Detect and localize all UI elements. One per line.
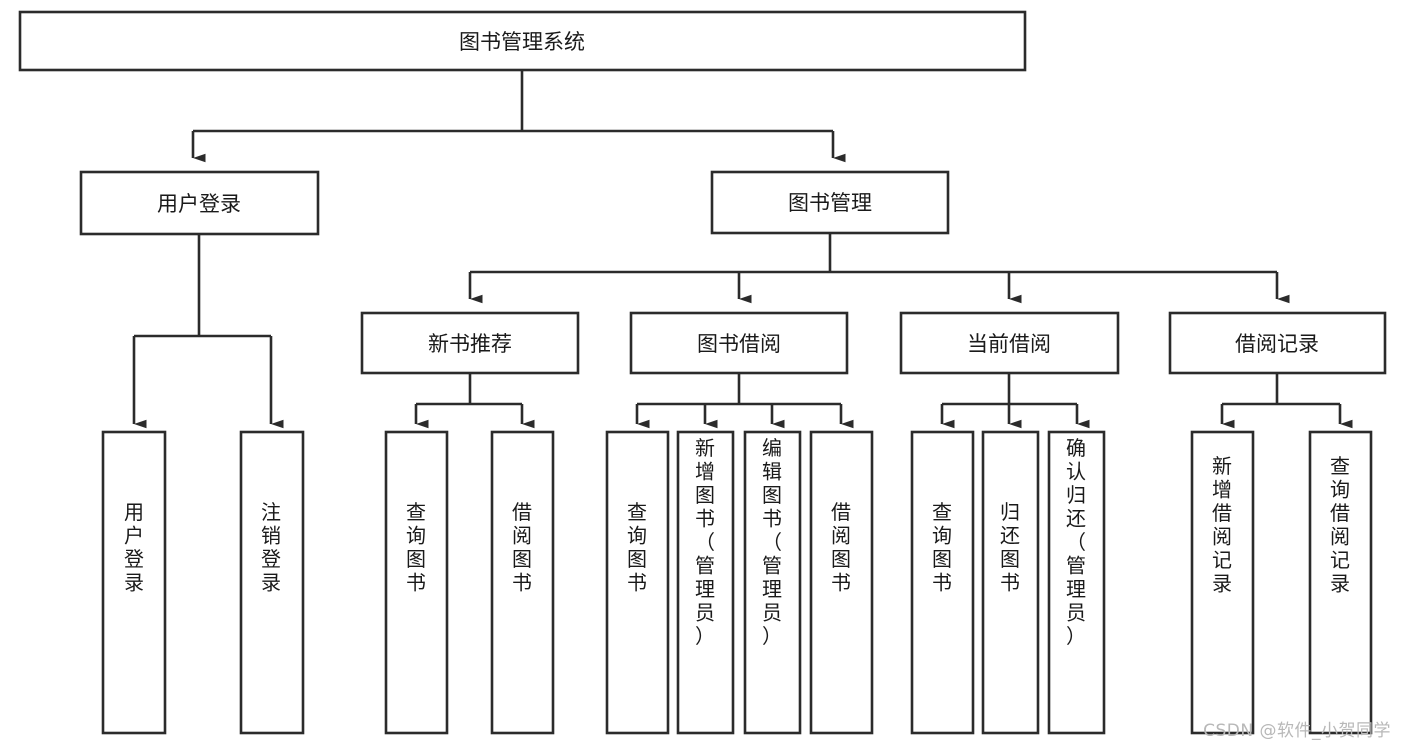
node-book-management-label: 图书管理 [788, 191, 872, 215]
node-current-borrow-label: 当前借阅 [967, 332, 1051, 356]
leaf-label: 注销登录 [261, 500, 281, 595]
leaf-label: 查询图书 [627, 500, 647, 595]
node-book-borrow[interactable]: 图书借阅 [629, 311, 849, 375]
leaf-user-login-logout[interactable]: 注销登录 [239, 430, 305, 735]
leaf-label: 用户登录 [124, 500, 144, 595]
edges-new-book-to-leaves [414, 373, 535, 429]
leaf-label: 编辑图书（管理员） [762, 436, 782, 648]
node-borrow-record-label: 借阅记录 [1235, 332, 1319, 356]
leaf-new-book-borrow[interactable]: 借阅图书 [490, 430, 555, 735]
leaf-current-borrow-return[interactable]: 归还图书 [981, 430, 1040, 735]
leaf-borrow-record-query[interactable]: 查询借阅记录 [1308, 430, 1373, 735]
leaf-new-book-query[interactable]: 查询图书 [384, 430, 449, 735]
leaf-label: 借阅图书 [512, 500, 532, 595]
node-user-login[interactable]: 用户登录 [79, 170, 320, 236]
edges-borrow-record-to-leaves [1220, 373, 1353, 429]
node-book-management[interactable]: 图书管理 [710, 170, 950, 235]
edges-book-borrow-to-leaves [635, 373, 854, 429]
leaf-book-borrow-lend[interactable]: 借阅图书 [809, 430, 874, 735]
leaf-label: 借阅图书 [831, 500, 851, 595]
node-root-label: 图书管理系统 [459, 30, 585, 54]
node-root-system[interactable]: 图书管理系统 [18, 10, 1027, 72]
leaf-book-borrow-query[interactable]: 查询图书 [605, 430, 670, 735]
leaf-label: 新增借阅记录 [1212, 454, 1232, 596]
node-borrow-record[interactable]: 借阅记录 [1168, 311, 1387, 375]
node-user-login-label: 用户登录 [157, 192, 241, 216]
leaf-book-borrow-add[interactable]: 新增图书（管理员） [676, 430, 735, 735]
leaf-label: 查询图书 [406, 500, 426, 595]
leaf-user-login-login[interactable]: 用户登录 [101, 430, 167, 735]
node-new-book-recommend[interactable]: 新书推荐 [360, 311, 580, 375]
leaf-label: 查询借阅记录 [1330, 454, 1350, 596]
node-new-book-recommend-label: 新书推荐 [428, 332, 512, 356]
csdn-watermark: CSDN @软件_小贺同学 [1203, 721, 1391, 741]
leaf-current-borrow-query[interactable]: 查询图书 [910, 430, 975, 735]
leaf-label: 新增图书（管理员） [695, 436, 715, 648]
leaf-borrow-record-add[interactable]: 新增借阅记录 [1190, 430, 1255, 735]
edges-root-to-level2 [191, 70, 846, 163]
leaf-label: 查询图书 [932, 500, 952, 595]
leaf-label: 归还图书 [1000, 500, 1020, 595]
leaf-book-borrow-edit[interactable]: 编辑图书（管理员） [743, 430, 802, 735]
node-current-borrow[interactable]: 当前借阅 [899, 311, 1120, 375]
leaf-label: 确认归还（管理员） [1066, 436, 1086, 648]
node-book-borrow-label: 图书借阅 [697, 332, 781, 356]
edges-book-manage-to-level3 [468, 232, 1290, 304]
edges-user-login-to-leaves [132, 234, 284, 429]
edges-current-borrow-to-leaves [940, 373, 1090, 429]
leaf-current-borrow-confirm[interactable]: 确认归还（管理员） [1047, 430, 1106, 735]
